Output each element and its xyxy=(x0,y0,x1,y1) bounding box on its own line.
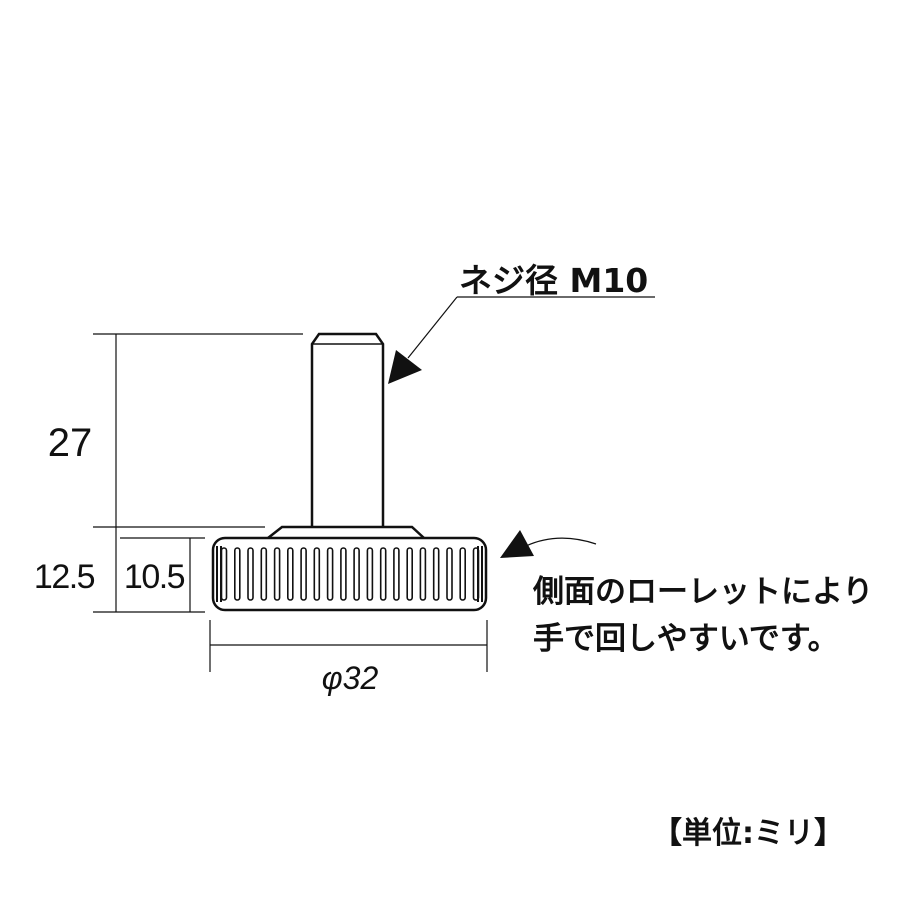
knurl-label-line2: 手で回しやすいです。 xyxy=(533,621,839,657)
knurl-ridge xyxy=(300,547,307,601)
knurl-ridge xyxy=(353,547,360,601)
knurled-knob xyxy=(211,536,488,612)
knurl-ridge xyxy=(446,547,453,601)
knurl-ridges xyxy=(216,546,483,602)
knurl-label-line1: 側面のローレットにより xyxy=(533,574,874,610)
knurl-ridge xyxy=(234,547,241,601)
knurl-ridge xyxy=(393,547,400,601)
bolt-shaft xyxy=(310,332,385,527)
dim-text-27: 27 xyxy=(48,421,93,465)
thread-leader-line xyxy=(407,296,458,359)
dim-text-diameter: φ32 xyxy=(322,660,379,696)
knurl-ridge xyxy=(326,547,334,601)
knurl-ridge xyxy=(340,547,347,601)
bolt-collar xyxy=(267,525,425,539)
knurl-arrowhead xyxy=(500,530,534,558)
knurl-ridge xyxy=(432,547,440,601)
knurl-ridge xyxy=(366,547,374,601)
knurl-ridge xyxy=(406,547,414,601)
thread-arrowhead xyxy=(388,350,422,384)
knurl-ridge xyxy=(273,547,281,601)
knurl-ridge xyxy=(286,547,294,601)
knurl-ridge xyxy=(260,547,268,601)
knurl-ridge xyxy=(379,547,387,601)
knurl-ridge xyxy=(220,547,228,601)
dim-text-10-5: 10.5 xyxy=(124,558,185,596)
knurl-ridge xyxy=(313,547,321,601)
knurl-ridge xyxy=(419,547,427,601)
knurl-ridge xyxy=(459,547,467,601)
knurl-ridge xyxy=(247,547,254,601)
thread-label: ネジ径 M10 xyxy=(459,261,649,300)
dim-text-12-5: 12.5 xyxy=(34,558,95,596)
knurl-leader-curve xyxy=(525,537,597,547)
unit-label: 【単位:ミリ】 xyxy=(652,816,844,851)
